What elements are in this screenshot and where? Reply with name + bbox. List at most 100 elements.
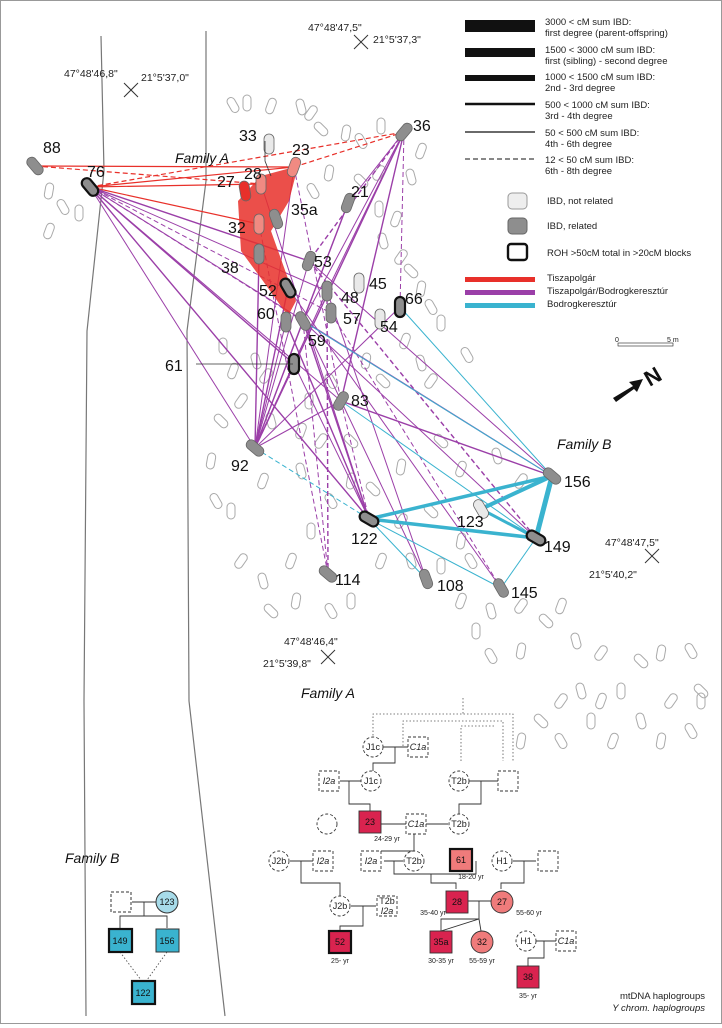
age-label: 30-35 yr bbox=[428, 958, 454, 965]
ibd-link-76-32 bbox=[89, 186, 260, 225]
unsampled-grave bbox=[285, 552, 297, 570]
legend-ibd-sub: first degree (parent-offspring) bbox=[545, 28, 668, 39]
unsampled-grave bbox=[595, 692, 607, 710]
unsampled-grave bbox=[365, 481, 381, 497]
legend-tisza-swatch bbox=[465, 277, 535, 282]
grave-149 bbox=[525, 529, 547, 547]
ibd-link-66-92 bbox=[254, 306, 401, 449]
coordinate-markers bbox=[123, 34, 660, 665]
unsampled-grave bbox=[242, 94, 252, 112]
unsampled-grave bbox=[436, 314, 446, 332]
haplo-label: J1c bbox=[364, 776, 379, 786]
grave-76 bbox=[80, 177, 100, 197]
ibd-link-92-122 bbox=[254, 447, 370, 520]
grave-156 bbox=[542, 467, 562, 485]
unsampled-grave bbox=[555, 597, 567, 615]
excavation-boundary bbox=[83, 31, 226, 1017]
unsampled-grave bbox=[655, 644, 667, 662]
ibd-link-149-122 bbox=[368, 517, 537, 540]
grave-label-28: 28 bbox=[244, 166, 262, 183]
unsampled-grave bbox=[405, 168, 417, 186]
legend-ibd-label: 3000 < cM sum IBD: bbox=[545, 17, 631, 28]
unsampled-grave bbox=[485, 602, 497, 620]
unsampled-grave bbox=[376, 117, 386, 135]
unsampled-grave bbox=[693, 683, 709, 699]
grave-83 bbox=[333, 391, 349, 411]
age-label: 35- yr bbox=[519, 993, 538, 1000]
ibd-link-48-114 bbox=[326, 290, 329, 575]
unsampled-grave bbox=[353, 173, 369, 189]
unsampled-grave bbox=[533, 713, 549, 729]
ibd-link-23-92 bbox=[254, 166, 295, 449]
unsampled-grave bbox=[515, 642, 527, 660]
ibd-link-149-145 bbox=[500, 537, 537, 589]
grave-92 bbox=[245, 439, 265, 457]
grave-label-21: 21 bbox=[351, 184, 369, 201]
unsampled-grave bbox=[491, 447, 503, 465]
individual-id: 27 bbox=[497, 897, 507, 907]
unsampled-grave bbox=[354, 133, 368, 149]
unsampled-grave bbox=[415, 142, 427, 160]
unsampled-grave bbox=[484, 648, 498, 664]
unsampled-grave bbox=[455, 460, 467, 478]
pedigree-female-unknown bbox=[362, 736, 384, 758]
grave-label-32: 32 bbox=[228, 220, 246, 237]
haplo-label: T2b bbox=[451, 776, 467, 786]
individual-id: 156 bbox=[159, 936, 174, 946]
grave-label-48: 48 bbox=[341, 290, 359, 307]
ibd-link-60-92 bbox=[254, 321, 287, 449]
haplo-label: C1a bbox=[410, 742, 427, 752]
pedigree-individual-23 bbox=[358, 810, 382, 834]
ibd-link-61-122 bbox=[293, 363, 370, 520]
pedigree-family-a: Family A bbox=[268, 685, 577, 1000]
grave-66 bbox=[393, 295, 407, 319]
scale-start: 0 bbox=[615, 337, 619, 344]
ibd-link-92-53 bbox=[254, 260, 310, 449]
unsampled-grave bbox=[515, 732, 527, 750]
family-b-map-label: Family B bbox=[557, 436, 611, 452]
pedigree-individual-149 bbox=[107, 927, 134, 954]
unsampled-grave bbox=[43, 222, 55, 240]
haplo-label: C1a bbox=[408, 819, 425, 829]
unsampled-grave bbox=[227, 362, 239, 380]
pedigree-individual-38 bbox=[516, 965, 540, 989]
grave-label-88: 88 bbox=[43, 140, 61, 157]
haplo-label: T2b bbox=[379, 896, 395, 906]
ibd-link-76-122 bbox=[89, 186, 370, 520]
unsampled-grave bbox=[696, 692, 706, 710]
legend-ibd-sub: 4th - 6th degree bbox=[545, 139, 612, 150]
unsampled-grave bbox=[554, 733, 568, 749]
grave-label-123: 123 bbox=[457, 514, 484, 531]
grave-label-145: 145 bbox=[511, 585, 538, 602]
unsampled-grave bbox=[56, 199, 70, 215]
unsampled-grave bbox=[594, 645, 608, 661]
pedigree-individual-35a bbox=[429, 930, 453, 954]
ibd-link-76-48 bbox=[89, 186, 328, 292]
legend: 3000 < cM sum IBD: first degree (parent-… bbox=[465, 17, 691, 310]
ibd-link-48-108 bbox=[326, 290, 427, 580]
grave-28 bbox=[255, 173, 267, 195]
individual-id: 38 bbox=[523, 972, 533, 982]
haplo-label: I2a bbox=[365, 856, 378, 866]
grave-35a bbox=[268, 208, 284, 230]
unsampled-grave bbox=[372, 165, 386, 181]
unsampled-grave bbox=[415, 280, 427, 298]
legend-ibd-label: 500 < 1000 cM sum IBD: bbox=[545, 100, 650, 111]
unsampled-grave bbox=[74, 204, 84, 222]
legend-related-swatch bbox=[507, 217, 528, 235]
unsampled-grave bbox=[323, 164, 335, 182]
ibd-link-36-66 bbox=[399, 131, 405, 308]
unsampled-grave bbox=[586, 712, 596, 730]
grave-label-61: 61 bbox=[165, 358, 183, 375]
unsampled-grave bbox=[257, 572, 269, 590]
coord-lat: 47°48'47,5" bbox=[308, 22, 362, 34]
grave-21 bbox=[340, 192, 356, 214]
family-a-map-label: Family A bbox=[175, 150, 229, 166]
unsampled-grave bbox=[295, 98, 307, 116]
grave-23 bbox=[286, 156, 302, 178]
unsampled-grave bbox=[538, 613, 554, 629]
unsampled-grave bbox=[395, 458, 407, 476]
north-label: N bbox=[640, 362, 666, 392]
